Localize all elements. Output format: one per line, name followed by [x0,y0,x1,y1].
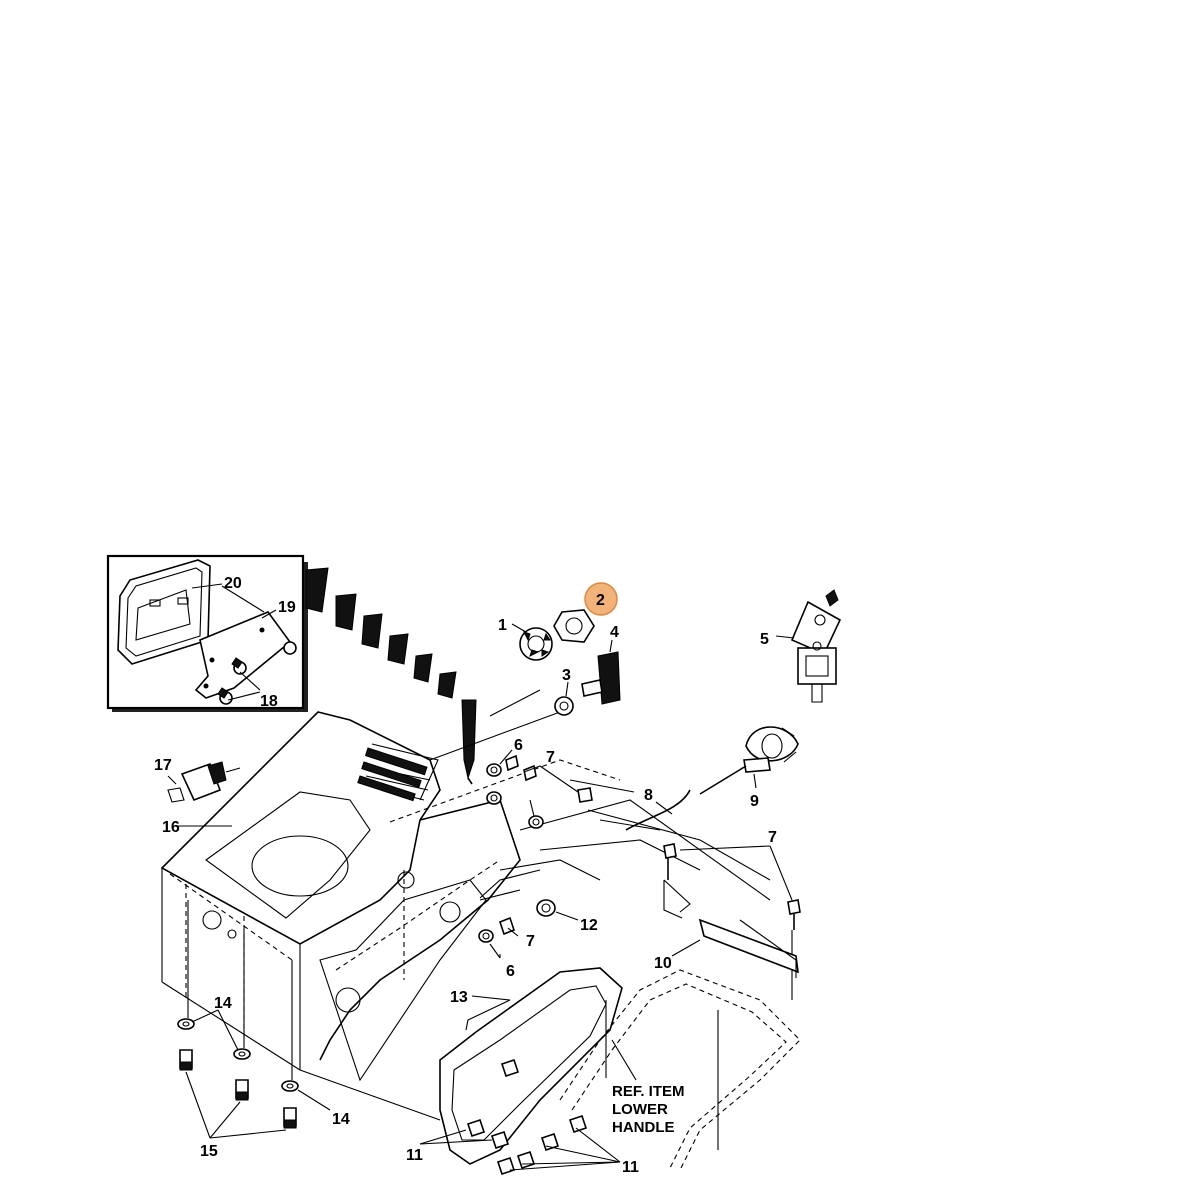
callout-5: 5 [760,631,769,648]
ref-note-line-2: LOWER [612,1101,668,1118]
lower-handle-ref [559,930,801,1171]
callout-16: 16 [162,819,180,836]
callout-4: 4 [610,624,619,641]
bracket-10 [663,879,799,978]
screw-18-lower [217,687,233,705]
ref-note-line-1: REF. ITEM [612,1083,685,1100]
callout-6-lower: 6 [506,963,515,980]
callout-6-upper: 6 [514,737,523,754]
housing-16 [160,711,441,1071]
reference-note: REF. ITEM LOWER HANDLE [612,1083,685,1136]
part-4-lever [581,639,621,705]
lower-fasteners [478,916,519,959]
part-5-key [775,589,842,703]
callout-1: 1 [498,617,507,634]
right-bolts-7 [663,843,801,930]
base-bolts [177,900,331,1139]
leader-lines [178,825,701,1081]
callout-10: 10 [654,955,672,972]
part-3-bushing [554,681,574,716]
callout-3: 3 [562,667,571,684]
callout-14-right: 14 [332,1111,350,1128]
part-9-lamp [699,726,799,795]
callout-11-right: 11 [622,1159,639,1176]
callout-7-lower: 7 [526,933,535,950]
callout-8: 8 [644,787,653,804]
screw-18-upper [231,657,247,675]
callout-20: 20 [224,575,242,592]
callout-9: 9 [750,793,759,810]
callout-7-right: 7 [768,829,777,846]
callout-labels: 1 2 3 4 5 6 7 8 9 7 10 12 7 6 13 14 14 1… [154,575,777,1176]
callout-2[interactable]: 2 [596,592,605,609]
callout-12: 12 [580,917,598,934]
part-1-lock-washer [511,623,553,661]
callout-15: 15 [200,1143,218,1160]
screw-20 [283,641,297,655]
part-12-grommet [536,899,579,921]
callout-11-left: 11 [406,1147,423,1164]
callout-14-left: 14 [214,995,232,1012]
vent-slats [357,743,439,802]
part-17-switch [167,761,241,803]
alignment-lines [389,689,771,901]
callout-13: 13 [450,989,468,1006]
inset-connector [305,567,477,785]
guard-screws-11 [419,1058,621,1176]
part-8-cable [625,789,691,831]
callout-19: 19 [278,599,296,616]
ref-note-line-3: HANDLE [612,1119,675,1136]
detail-inset [106,554,308,712]
part-2-hex-nut [553,609,595,643]
side-panel [299,799,521,1121]
belt-guard-13 [439,967,623,1165]
callout-7-upper: 7 [546,749,555,766]
upper-fasteners [486,749,593,829]
callout-18: 18 [260,693,278,710]
callout-17: 17 [154,757,172,774]
highlight-marker-2[interactable] [584,582,618,616]
